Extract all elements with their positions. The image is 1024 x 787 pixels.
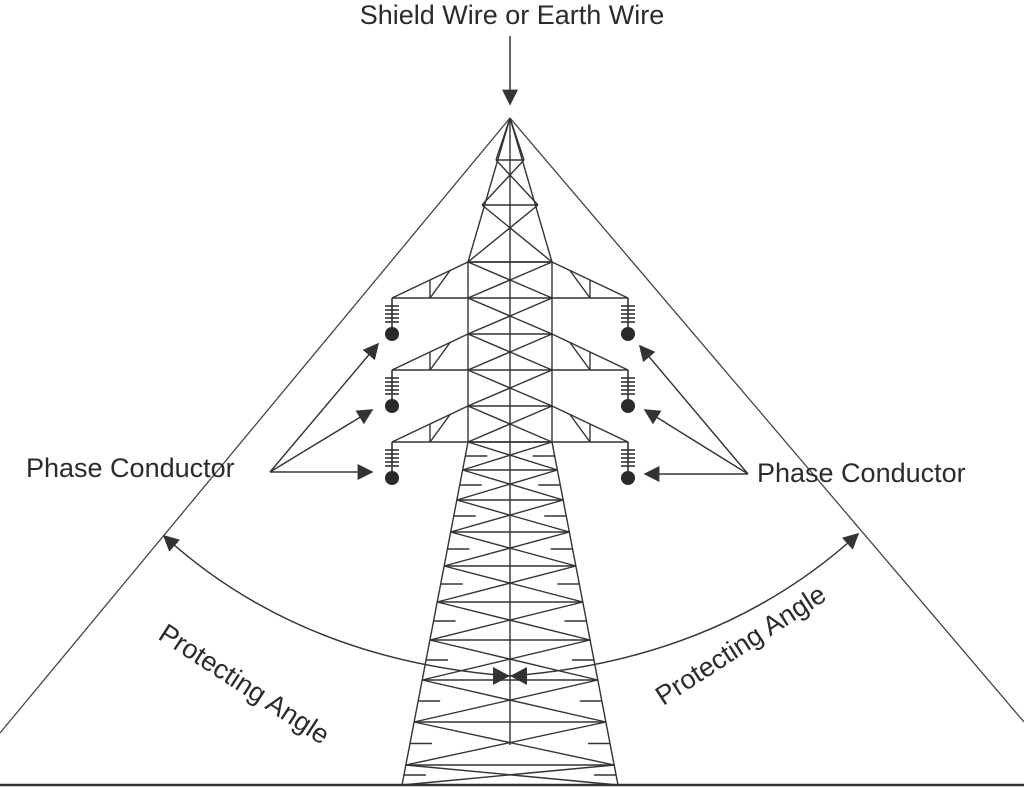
insulator-string xyxy=(385,442,399,485)
insulator-string xyxy=(621,370,635,413)
phase-conductor-arrows-right xyxy=(638,344,748,482)
insulator-string xyxy=(385,298,399,341)
shield-wire-label: Shield Wire or Earth Wire xyxy=(359,0,665,30)
phase-conductor-label-left: Phase Conductor xyxy=(26,453,235,483)
angle-vertex-arrows xyxy=(493,667,527,685)
phase-conductor xyxy=(621,471,635,485)
phase-conductor xyxy=(385,471,399,485)
phase-conductor xyxy=(385,327,399,341)
insulator-string xyxy=(385,370,399,413)
protecting-angle-arc-left xyxy=(162,534,510,676)
insulator-strings xyxy=(385,298,635,485)
phase-conductor-label-right: Phase Conductor xyxy=(757,458,966,488)
insulator-string xyxy=(621,442,635,485)
phase-conductor-arrows-left xyxy=(270,342,380,480)
phase-conductor xyxy=(621,327,635,341)
phase-conductor xyxy=(385,399,399,413)
phase-conductor xyxy=(621,399,635,413)
insulator-string xyxy=(621,298,635,341)
lattice-tower xyxy=(392,118,628,785)
protecting-angle-arc-right xyxy=(510,532,860,676)
protection-cone xyxy=(0,118,1024,733)
